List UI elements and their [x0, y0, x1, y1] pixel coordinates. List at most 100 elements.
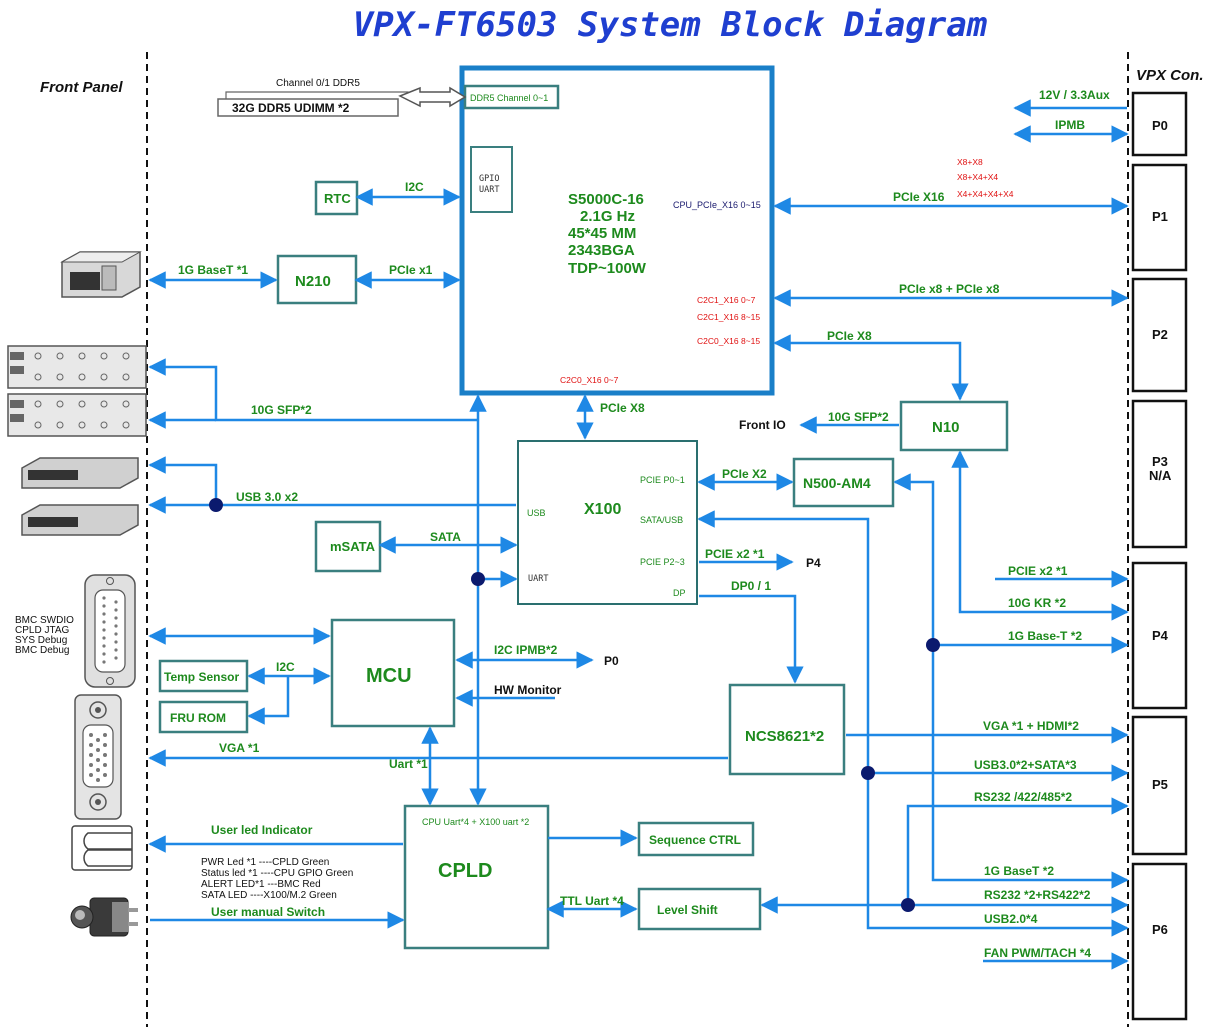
rtc-label: RTC: [324, 191, 351, 206]
led-label-2: Status led *1 ----CPU GPIO Green: [201, 868, 353, 879]
cpu-c2c0-b: C2C0_X16 8~15: [697, 336, 760, 346]
cpu-spec-line-4: 2343BGA: [568, 242, 635, 259]
cpu-block: [459, 65, 775, 396]
n500-label: N500-AM4: [803, 475, 871, 491]
sata-usb-junction: [861, 766, 875, 780]
cpu-pcie-x16-port: CPU_PCIe_X16 0~15: [673, 200, 761, 210]
connector-p2-label: P2: [1152, 327, 1168, 342]
bifurcation-3: X4+X4+X4+X4: [957, 189, 1014, 199]
switch-icon: [70, 897, 138, 937]
label-user-switch: User manual Switch: [211, 905, 325, 919]
label-front-io: Front IO: [739, 418, 786, 432]
debug-label-4: BMC Debug: [15, 645, 69, 656]
n10-block: [899, 400, 1009, 452]
signal-lines: [148, 99, 1129, 970]
bifurcation-1: X8+X8: [957, 157, 983, 167]
label-i2c-mcu: I2C: [276, 660, 295, 674]
udimm-label: 32G DDR5 UDIMM *2: [232, 101, 350, 115]
cpu-spec-line-1: S5000C-16: [568, 191, 644, 208]
usb-junction: [209, 498, 223, 512]
cpld-uart-note: CPU Uart*4 + X100 uart *2: [422, 817, 529, 827]
vpx-connectors: P0 P1 P2 P3 N/A P4 P5 P6: [1131, 91, 1188, 1021]
connector-p3-label: P3: [1152, 454, 1168, 469]
label-1g-baset-1: 1G BaseT *1: [178, 263, 248, 277]
front-panel-label: Front Panel: [40, 79, 123, 96]
connector-p2: [1131, 277, 1188, 393]
ddr-bus-arrow: [398, 86, 467, 108]
pcie-x8-n10-line: [773, 334, 969, 401]
cpu-c2c0-a: C2C0_X16 0~7: [560, 375, 619, 385]
cpu-spec-line-3: 45*45 MM: [568, 225, 636, 242]
sfp-line-top: [148, 358, 478, 422]
connector-p1: [1131, 163, 1188, 272]
udimm-box: [217, 98, 399, 117]
dp-ncs-line: [699, 594, 804, 684]
x100-sata-usb-port: SATA/USB: [640, 515, 683, 525]
label-p0-tag: P0: [604, 654, 619, 668]
led-label-1: PWR Led *1 ----CPLD Green: [201, 857, 329, 868]
temp-sensor-label: Temp Sensor: [164, 670, 239, 684]
label-dp0-1: DP0 / 1: [731, 579, 771, 593]
connector-p0: [1131, 91, 1188, 157]
n10-label: N10: [932, 419, 960, 436]
label-uart1: Uart *1: [389, 757, 428, 771]
label-rs232-485: RS232 /422/485*2: [974, 790, 1072, 804]
ddr-port-label: DDR5 Channel 0~1: [470, 93, 548, 103]
label-sata: SATA: [430, 530, 461, 544]
n500-p6-line: [893, 473, 1129, 889]
ncs8621-label: NCS8621*2: [745, 728, 824, 745]
level-shift-label: Level Shift: [657, 903, 718, 917]
label-pcie-x2-1: PCIE x2 *1: [705, 547, 765, 561]
db25-connector-icon: [84, 574, 136, 688]
x100-pcie-p23-port: PCIE P2~3: [640, 557, 685, 567]
connector-p5: [1131, 715, 1188, 856]
cpld-block: [403, 804, 550, 950]
rj45-port-icon: [60, 251, 142, 298]
fru-rom-label: FRU ROM: [170, 711, 226, 725]
label-ttl-uart: TTL Uart *4: [560, 894, 624, 908]
connector-p0-label: P0: [1152, 118, 1168, 133]
label-usb30-sata: USB3.0*2+SATA*3: [974, 758, 1077, 772]
connector-p5-label: P5: [1152, 777, 1168, 792]
label-10g-kr: 10G KR *2: [1008, 596, 1066, 610]
cpu-spec-line-5: TDP~100W: [568, 260, 647, 277]
debug-label-1: BMC SWDIO: [15, 615, 74, 626]
fru-rom-block: [158, 700, 249, 734]
label-10g-sfp-n10: 10G SFP*2: [828, 410, 889, 424]
label-user-led: User led Indicator: [211, 823, 313, 837]
rs232-485-line: [906, 797, 1129, 905]
label-pcie-x8-down: PCIe X8: [600, 401, 645, 415]
x100-pcie-p01-port: PCIE P0~1: [640, 475, 685, 485]
temp-sensor-block: [158, 659, 249, 693]
label-vga1: VGA *1: [219, 741, 260, 755]
cpu-spec: S5000C-16 2.1G Hz 45*45 MM 2343BGA TDP~1…: [568, 191, 647, 277]
vpx-con-label: VPX Con.: [1136, 67, 1204, 84]
mcu-block: [330, 618, 456, 728]
connector-p1-label: P1: [1152, 209, 1168, 224]
cpu-spec-line-2: 2.1G Hz: [580, 208, 635, 225]
n500-block: [792, 457, 895, 508]
gpio-label: GPIO: [479, 174, 499, 184]
diagram-title: VPX-FT6503 System Block Diagram: [353, 5, 988, 45]
label-usb20: USB2.0*4: [984, 912, 1038, 926]
n210-block: [276, 254, 358, 305]
vga-connector-icon: [74, 694, 122, 820]
label-i2c-rtc: I2C: [405, 180, 424, 194]
label-pcie-x2: PCIe X2: [722, 467, 767, 481]
connector-p3-na-label: N/A: [1149, 468, 1172, 483]
cpld-label: CPLD: [438, 860, 492, 882]
connector-p6-label: P6: [1152, 922, 1168, 937]
uart-label: UART: [479, 185, 499, 195]
led-label-4: SATA LED ----X100/M.2 Green: [201, 890, 337, 901]
label-pcie-x8x8: PCIe x8 + PCIe x8: [899, 282, 1000, 296]
label-pcie-x2-1-right: PCIE x2 *1: [1008, 564, 1068, 578]
x100-dp-port: DP: [673, 588, 686, 598]
line-labels: I2C PCIe x1 1G BaseT *1 10G SFP*2 USB 3.…: [178, 88, 1110, 960]
cpu-c2c1-b: C2C1_X16 8~15: [697, 312, 760, 322]
rs232-junction: [901, 898, 915, 912]
mcu-label: MCU: [366, 665, 412, 687]
x100-uart-port: UART: [528, 574, 548, 584]
connector-p6: [1131, 862, 1188, 1021]
label-1g-baset-2b: 1G BaseT *2: [984, 864, 1054, 878]
